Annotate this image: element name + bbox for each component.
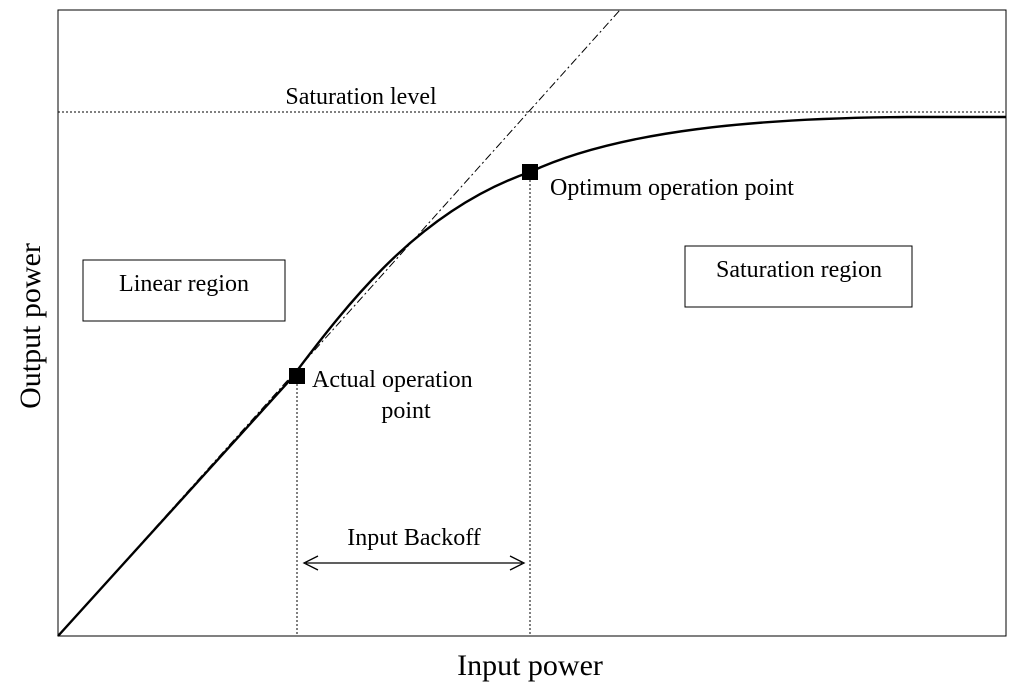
actual-operation-point-marker bbox=[289, 368, 305, 384]
linear-region-label: Linear region bbox=[119, 271, 249, 297]
saturation-region-label: Saturation region bbox=[716, 257, 882, 283]
actual-operation-point-label-line2: point bbox=[381, 398, 431, 424]
y-axis-label: Output power bbox=[14, 243, 47, 409]
optimum-operation-point-label: Optimum operation point bbox=[550, 175, 794, 201]
input-backoff-label: Input Backoff bbox=[347, 525, 481, 551]
saturation-level-label: Saturation level bbox=[285, 84, 437, 110]
input-backoff-arrow-right-head bbox=[509, 555, 526, 571]
plot-frame bbox=[57, 9, 1007, 637]
x-axis-label: Input power bbox=[457, 649, 603, 682]
optimum-operation-point-marker bbox=[522, 164, 538, 180]
linear-region-box bbox=[82, 259, 286, 322]
transfer-curve bbox=[57, 115, 1006, 637]
input-backoff-arrow-left-head bbox=[302, 555, 319, 571]
saturation-region-box bbox=[684, 245, 913, 308]
actual-operation-point-label-line1: Actual operation bbox=[312, 367, 473, 393]
